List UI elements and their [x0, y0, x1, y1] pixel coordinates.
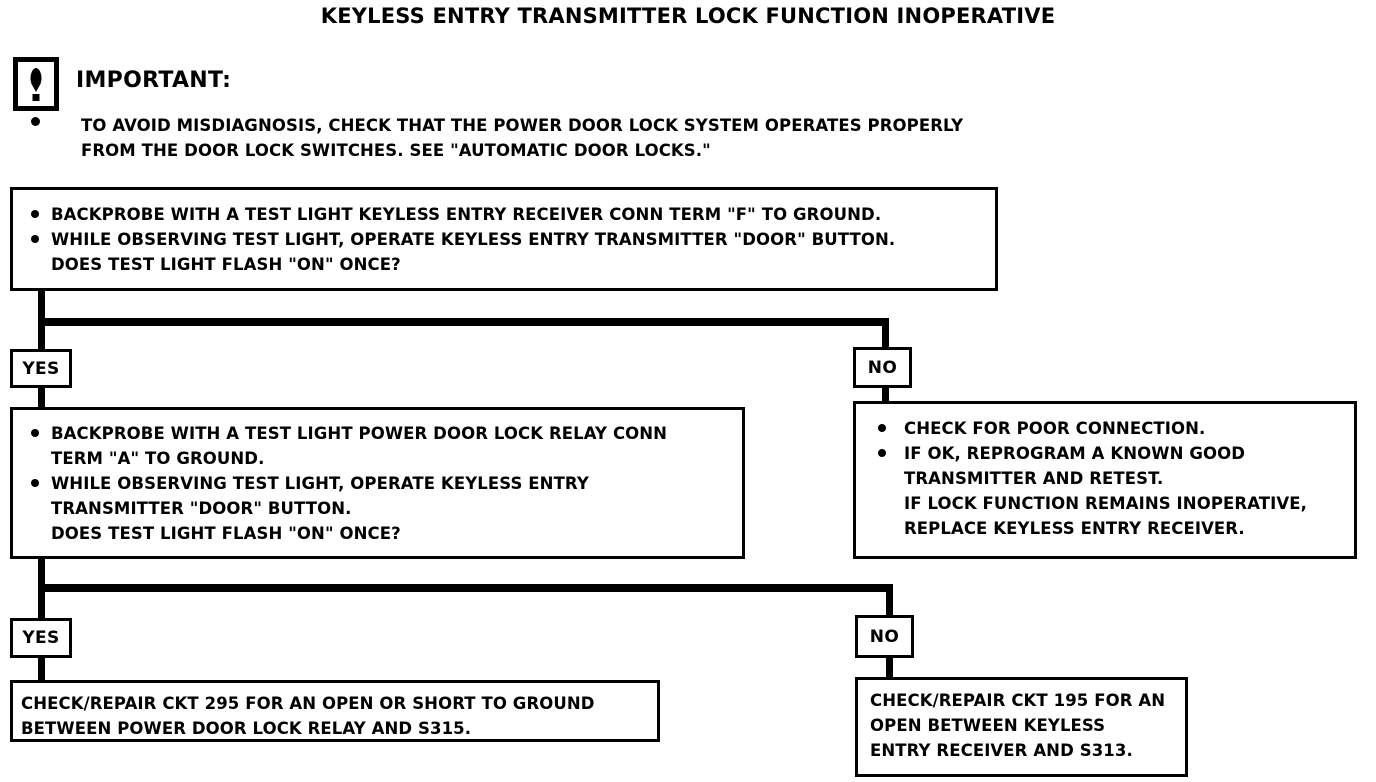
step1-no-bullet2-line2: TRANSMITTER AND RETEST.	[904, 469, 1164, 488]
important-label: IMPORTANT:	[76, 68, 232, 93]
bullet-icon	[878, 449, 886, 457]
connector-no2-to-action	[886, 656, 893, 679]
step2-bullet-1: BACKPROBE WITH A TEST LIGHT POWER DOOR L…	[13, 421, 742, 471]
step1-no-bullet2-line3: IF LOCK FUNCTION REMAINS INOPERATIVE,	[904, 494, 1307, 513]
step1-bullet-1: BACKPROBE WITH A TEST LIGHT KEYLESS ENTR…	[13, 202, 995, 227]
connector-yes2-to-action	[38, 656, 45, 682]
step2-yes-action-box: CHECK/REPAIR CKT 295 FOR AN OPEN OR SHOR…	[10, 680, 660, 742]
step1-no-action-box: CHECK FOR POOR CONNECTION. IF OK, REPROG…	[853, 401, 1357, 559]
step1-no-bullet1-line1: CHECK FOR POOR CONNECTION.	[904, 419, 1206, 438]
step2-yes-action-line1: CHECK/REPAIR CKT 295 FOR AN OPEN OR SHOR…	[21, 694, 595, 713]
connector-step2-stem	[38, 559, 45, 591]
step2-yes-action-line2: BETWEEN POWER DOOR LOCK RELAY AND S315.	[21, 719, 472, 738]
connector-step2-yes-down	[38, 584, 45, 620]
exclamation-dot	[32, 94, 40, 101]
step2-bullet-2: WHILE OBSERVING TEST LIGHT, OPERATE KEYL…	[13, 471, 742, 546]
exclamation-tail	[31, 83, 41, 92]
step1-no-bullet2-line1: IF OK, REPROGRAM A KNOWN GOOD	[904, 444, 1246, 463]
connector-yes1-to-step2	[38, 386, 45, 409]
step2-bullet2-line2: TRANSMITTER "DOOR" BUTTON.	[51, 499, 352, 518]
step1-bullet2-line1: WHILE OBSERVING TEST LIGHT, OPERATE KEYL…	[51, 230, 896, 249]
step2-bullet1-line2: TERM "A" TO GROUND.	[51, 449, 265, 468]
connector-step1-stem	[38, 291, 45, 325]
connector-step2-branch	[38, 584, 893, 592]
step2-bullet2-line3: DOES TEST LIGHT FLASH "ON" ONCE?	[51, 524, 401, 543]
bullet-icon	[878, 424, 886, 432]
important-note: TO AVOID MISDIAGNOSIS, CHECK THAT THE PO…	[81, 113, 963, 163]
important-note-line-1: TO AVOID MISDIAGNOSIS, CHECK THAT THE PO…	[81, 116, 964, 135]
step2-bullet1-line1: BACKPROBE WITH A TEST LIGHT POWER DOOR L…	[51, 424, 668, 443]
step1-bullet1-line1: BACKPROBE WITH A TEST LIGHT KEYLESS ENTR…	[51, 205, 882, 224]
connector-no1-to-action	[882, 386, 889, 404]
step2-no-action-line2: OPEN BETWEEN KEYLESS	[870, 716, 1106, 735]
step2-no-action-box: CHECK/REPAIR CKT 195 FOR AN OPEN BETWEEN…	[855, 677, 1188, 777]
bullet-icon	[31, 235, 39, 243]
connector-step1-yes-down	[38, 318, 45, 351]
connector-step1-no-down	[882, 318, 889, 349]
step1-no-bullet-2: IF OK, REPROGRAM A KNOWN GOOD TRANSMITTE…	[856, 441, 1354, 541]
step1-yes-label: YES	[10, 349, 72, 388]
bullet-icon	[31, 429, 39, 437]
step1-bullet2-line2: DOES TEST LIGHT FLASH "ON" ONCE?	[51, 255, 401, 274]
step1-question-box: BACKPROBE WITH A TEST LIGHT KEYLESS ENTR…	[10, 187, 998, 291]
step1-no-bullet2-line4: REPLACE KEYLESS ENTRY RECEIVER.	[904, 519, 1245, 538]
exclamation-in-box-icon	[13, 57, 59, 111]
step2-question-box: BACKPROBE WITH A TEST LIGHT POWER DOOR L…	[10, 407, 745, 559]
step1-bullet-2: WHILE OBSERVING TEST LIGHT, OPERATE KEYL…	[13, 227, 995, 277]
connector-step2-no-down	[886, 584, 893, 617]
step2-no-action-line3: ENTRY RECEIVER AND S313.	[870, 741, 1133, 760]
step2-no-action-line1: CHECK/REPAIR CKT 195 FOR AN	[870, 691, 1166, 710]
step2-bullet2-line1: WHILE OBSERVING TEST LIGHT, OPERATE KEYL…	[51, 474, 589, 493]
step1-no-bullet-1: CHECK FOR POOR CONNECTION.	[856, 416, 1354, 441]
step1-no-label: NO	[853, 347, 912, 388]
bullet-icon	[31, 479, 39, 487]
step2-yes-label: YES	[10, 618, 72, 658]
important-note-line-2: FROM THE DOOR LOCK SWITCHES. SEE "AUTOMA…	[81, 141, 711, 160]
page-title: KEYLESS ENTRY TRANSMITTER LOCK FUNCTION …	[320, 4, 1056, 28]
exclamation-head	[30, 68, 42, 86]
step2-no-label: NO	[855, 615, 914, 658]
bullet-icon	[31, 210, 39, 218]
important-bullet-icon	[31, 117, 40, 126]
connector-step1-branch	[38, 318, 889, 326]
